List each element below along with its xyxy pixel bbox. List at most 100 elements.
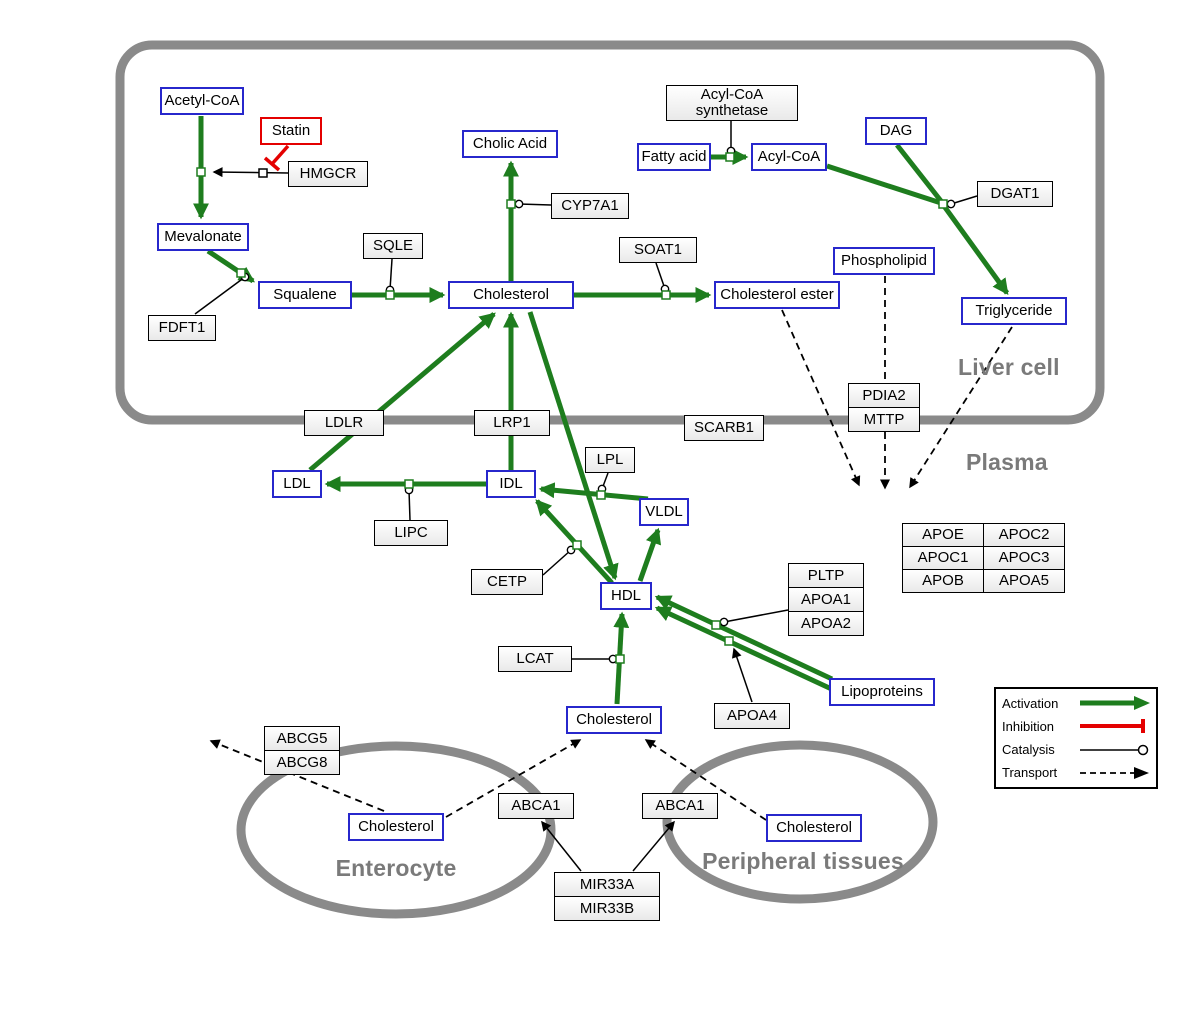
statin-inhibition-tbar bbox=[263, 156, 281, 172]
node-lipc[interactable]: LIPC bbox=[374, 520, 448, 546]
node-cholesterol-enterocyte[interactable]: Cholesterol bbox=[348, 813, 444, 841]
node-ldlr[interactable]: LDLR bbox=[304, 410, 384, 436]
node-abca1-peripheral[interactable]: ABCA1 bbox=[642, 793, 718, 819]
anchor-lcat-hdl bbox=[615, 654, 625, 664]
node-ldl[interactable]: LDL bbox=[272, 470, 322, 498]
node-acyl-coa[interactable]: Acyl-CoA bbox=[751, 143, 827, 171]
node-lipoproteins[interactable]: Lipoproteins bbox=[829, 678, 935, 706]
node-cholic-acid[interactable]: Cholic Acid bbox=[462, 130, 558, 158]
catalysis-edges bbox=[194, 121, 978, 872]
reaction-anchors bbox=[196, 152, 948, 664]
node-apob[interactable]: APOB bbox=[902, 569, 984, 593]
node-apoc1[interactable]: APOC1 bbox=[902, 546, 984, 570]
node-cholesterol-plasma[interactable]: Cholesterol bbox=[566, 706, 662, 734]
legend: Activation Inhibition Catalysis Transpor… bbox=[994, 687, 1158, 789]
node-apoa1[interactable]: APOA1 bbox=[788, 587, 864, 612]
edge-livercholesterol-hdl bbox=[527, 311, 619, 581]
node-abcg8[interactable]: ABCG8 bbox=[264, 750, 340, 775]
node-cetp[interactable]: CETP bbox=[471, 569, 543, 595]
anchor-dgat1-junction bbox=[938, 199, 948, 209]
edge-soat1-catalysis bbox=[655, 262, 670, 294]
node-lrp1[interactable]: LRP1 bbox=[474, 410, 550, 436]
node-fatty-acid[interactable]: Fatty acid bbox=[637, 143, 711, 171]
node-lpl[interactable]: LPL bbox=[585, 447, 635, 473]
enterocyte-label: Enterocyte bbox=[335, 855, 457, 881]
legend-row-inhibition: Inhibition bbox=[1002, 715, 1150, 737]
inhibition-edge bbox=[263, 144, 290, 172]
node-triglyceride[interactable]: Triglyceride bbox=[961, 297, 1067, 325]
node-mir33a[interactable]: MIR33A bbox=[554, 872, 660, 897]
anchor-statin-target bbox=[258, 168, 268, 178]
transport-edges bbox=[209, 276, 1013, 821]
node-cholesterol-ester[interactable]: Cholesterol ester bbox=[714, 281, 840, 309]
node-apoa2[interactable]: APOA2 bbox=[788, 611, 864, 636]
node-dgat1[interactable]: DGAT1 bbox=[977, 181, 1053, 207]
anchor-mevalonate-squalene bbox=[236, 268, 246, 278]
anchor-fattyacid-acylcoa bbox=[725, 152, 735, 162]
anchor-acetylcoa-mevalonate bbox=[196, 167, 206, 177]
node-statin[interactable]: Statin bbox=[260, 117, 322, 145]
edge-fdft1-catalysis bbox=[194, 272, 250, 315]
edge-vldl-idl bbox=[538, 482, 649, 502]
node-apoe[interactable]: APOE bbox=[902, 523, 984, 547]
node-hdl[interactable]: HDL bbox=[600, 582, 652, 610]
node-apoc3[interactable]: APOC3 bbox=[983, 546, 1065, 570]
edge-acylcoa-junction bbox=[826, 163, 942, 206]
legend-activation-label: Activation bbox=[1002, 695, 1059, 711]
anchor-idl-ldl bbox=[404, 479, 414, 489]
legend-row-activation: Activation bbox=[1002, 692, 1150, 714]
node-lcat[interactable]: LCAT bbox=[498, 646, 572, 672]
catalysis-circle-icon bbox=[1080, 744, 1149, 755]
activation-edges bbox=[192, 116, 1010, 705]
node-acetyl-coa[interactable]: Acetyl-CoA bbox=[160, 87, 244, 115]
node-acyl-coa-synthetase[interactable]: Acyl-CoA synthetase bbox=[666, 85, 798, 121]
node-cholesterol-liver[interactable]: Cholesterol bbox=[448, 281, 574, 309]
node-fdft1[interactable]: FDFT1 bbox=[148, 315, 216, 341]
edge-lipc-catalysis bbox=[404, 485, 414, 521]
liver-cell-membrane bbox=[115, 40, 1105, 425]
edge-hdl-vldl bbox=[637, 527, 662, 582]
node-mir33b[interactable]: MIR33B bbox=[554, 896, 660, 921]
anchor-cholesterol-ester bbox=[661, 290, 671, 300]
legend-row-transport: Transport bbox=[1002, 762, 1150, 784]
node-abcg5[interactable]: ABCG5 bbox=[264, 726, 340, 751]
transport-dashed-arrow-icon bbox=[1080, 766, 1149, 779]
node-sqle[interactable]: SQLE bbox=[363, 233, 423, 259]
node-apoc2[interactable]: APOC2 bbox=[983, 523, 1065, 547]
node-phospholipid[interactable]: Phospholipid bbox=[833, 247, 935, 275]
node-cyp7a1[interactable]: CYP7A1 bbox=[551, 193, 629, 219]
node-pdia2[interactable]: PDIA2 bbox=[848, 383, 920, 408]
edge-statin-inhibition bbox=[270, 144, 290, 166]
node-mttp[interactable]: MTTP bbox=[848, 407, 920, 432]
activation-arrow-icon bbox=[1080, 696, 1150, 711]
node-hmgcr[interactable]: HMGCR bbox=[288, 161, 368, 187]
anchor-cholesterol-cholicacid bbox=[506, 199, 516, 209]
edge-cholesterolester-secretion bbox=[781, 309, 861, 487]
edge-mir33-abca1-right bbox=[632, 820, 675, 872]
peripheral-tissues-label: Peripheral tissues bbox=[702, 848, 904, 874]
anchor-lipoproteins-hdl-1 bbox=[711, 620, 721, 630]
edge-cyp7a1-catalysis bbox=[514, 199, 552, 209]
node-apoa5[interactable]: APOA5 bbox=[983, 569, 1065, 593]
liver-cell-label: Liver cell bbox=[958, 354, 1060, 380]
node-cholesterol-peripheral[interactable]: Cholesterol bbox=[766, 814, 862, 842]
node-apoa4[interactable]: APOA4 bbox=[714, 703, 790, 729]
plasma-label: Plasma bbox=[966, 449, 1048, 475]
edge-ldl-livercholesterol bbox=[308, 312, 496, 472]
node-idl[interactable]: IDL bbox=[486, 470, 536, 498]
edge-enterocyte-to-plasma-cholesterol bbox=[445, 739, 582, 818]
node-mevalonate[interactable]: Mevalonate bbox=[157, 223, 249, 251]
node-soat1[interactable]: SOAT1 bbox=[619, 237, 697, 263]
anchor-hdl-idl bbox=[572, 540, 582, 550]
node-pltp[interactable]: PLTP bbox=[788, 563, 864, 588]
legend-catalysis-label: Catalysis bbox=[1002, 742, 1055, 758]
edge-junction-triglyceride bbox=[941, 204, 1010, 295]
node-scarb1[interactable]: SCARB1 bbox=[684, 415, 764, 441]
node-vldl[interactable]: VLDL bbox=[639, 498, 689, 526]
node-squalene[interactable]: Squalene bbox=[258, 281, 352, 309]
node-dag[interactable]: DAG bbox=[865, 117, 927, 145]
node-abca1-enterocyte[interactable]: ABCA1 bbox=[498, 793, 574, 819]
edge-mir33-abca1-left bbox=[541, 820, 582, 872]
inhibition-tbar-icon bbox=[1080, 719, 1145, 734]
